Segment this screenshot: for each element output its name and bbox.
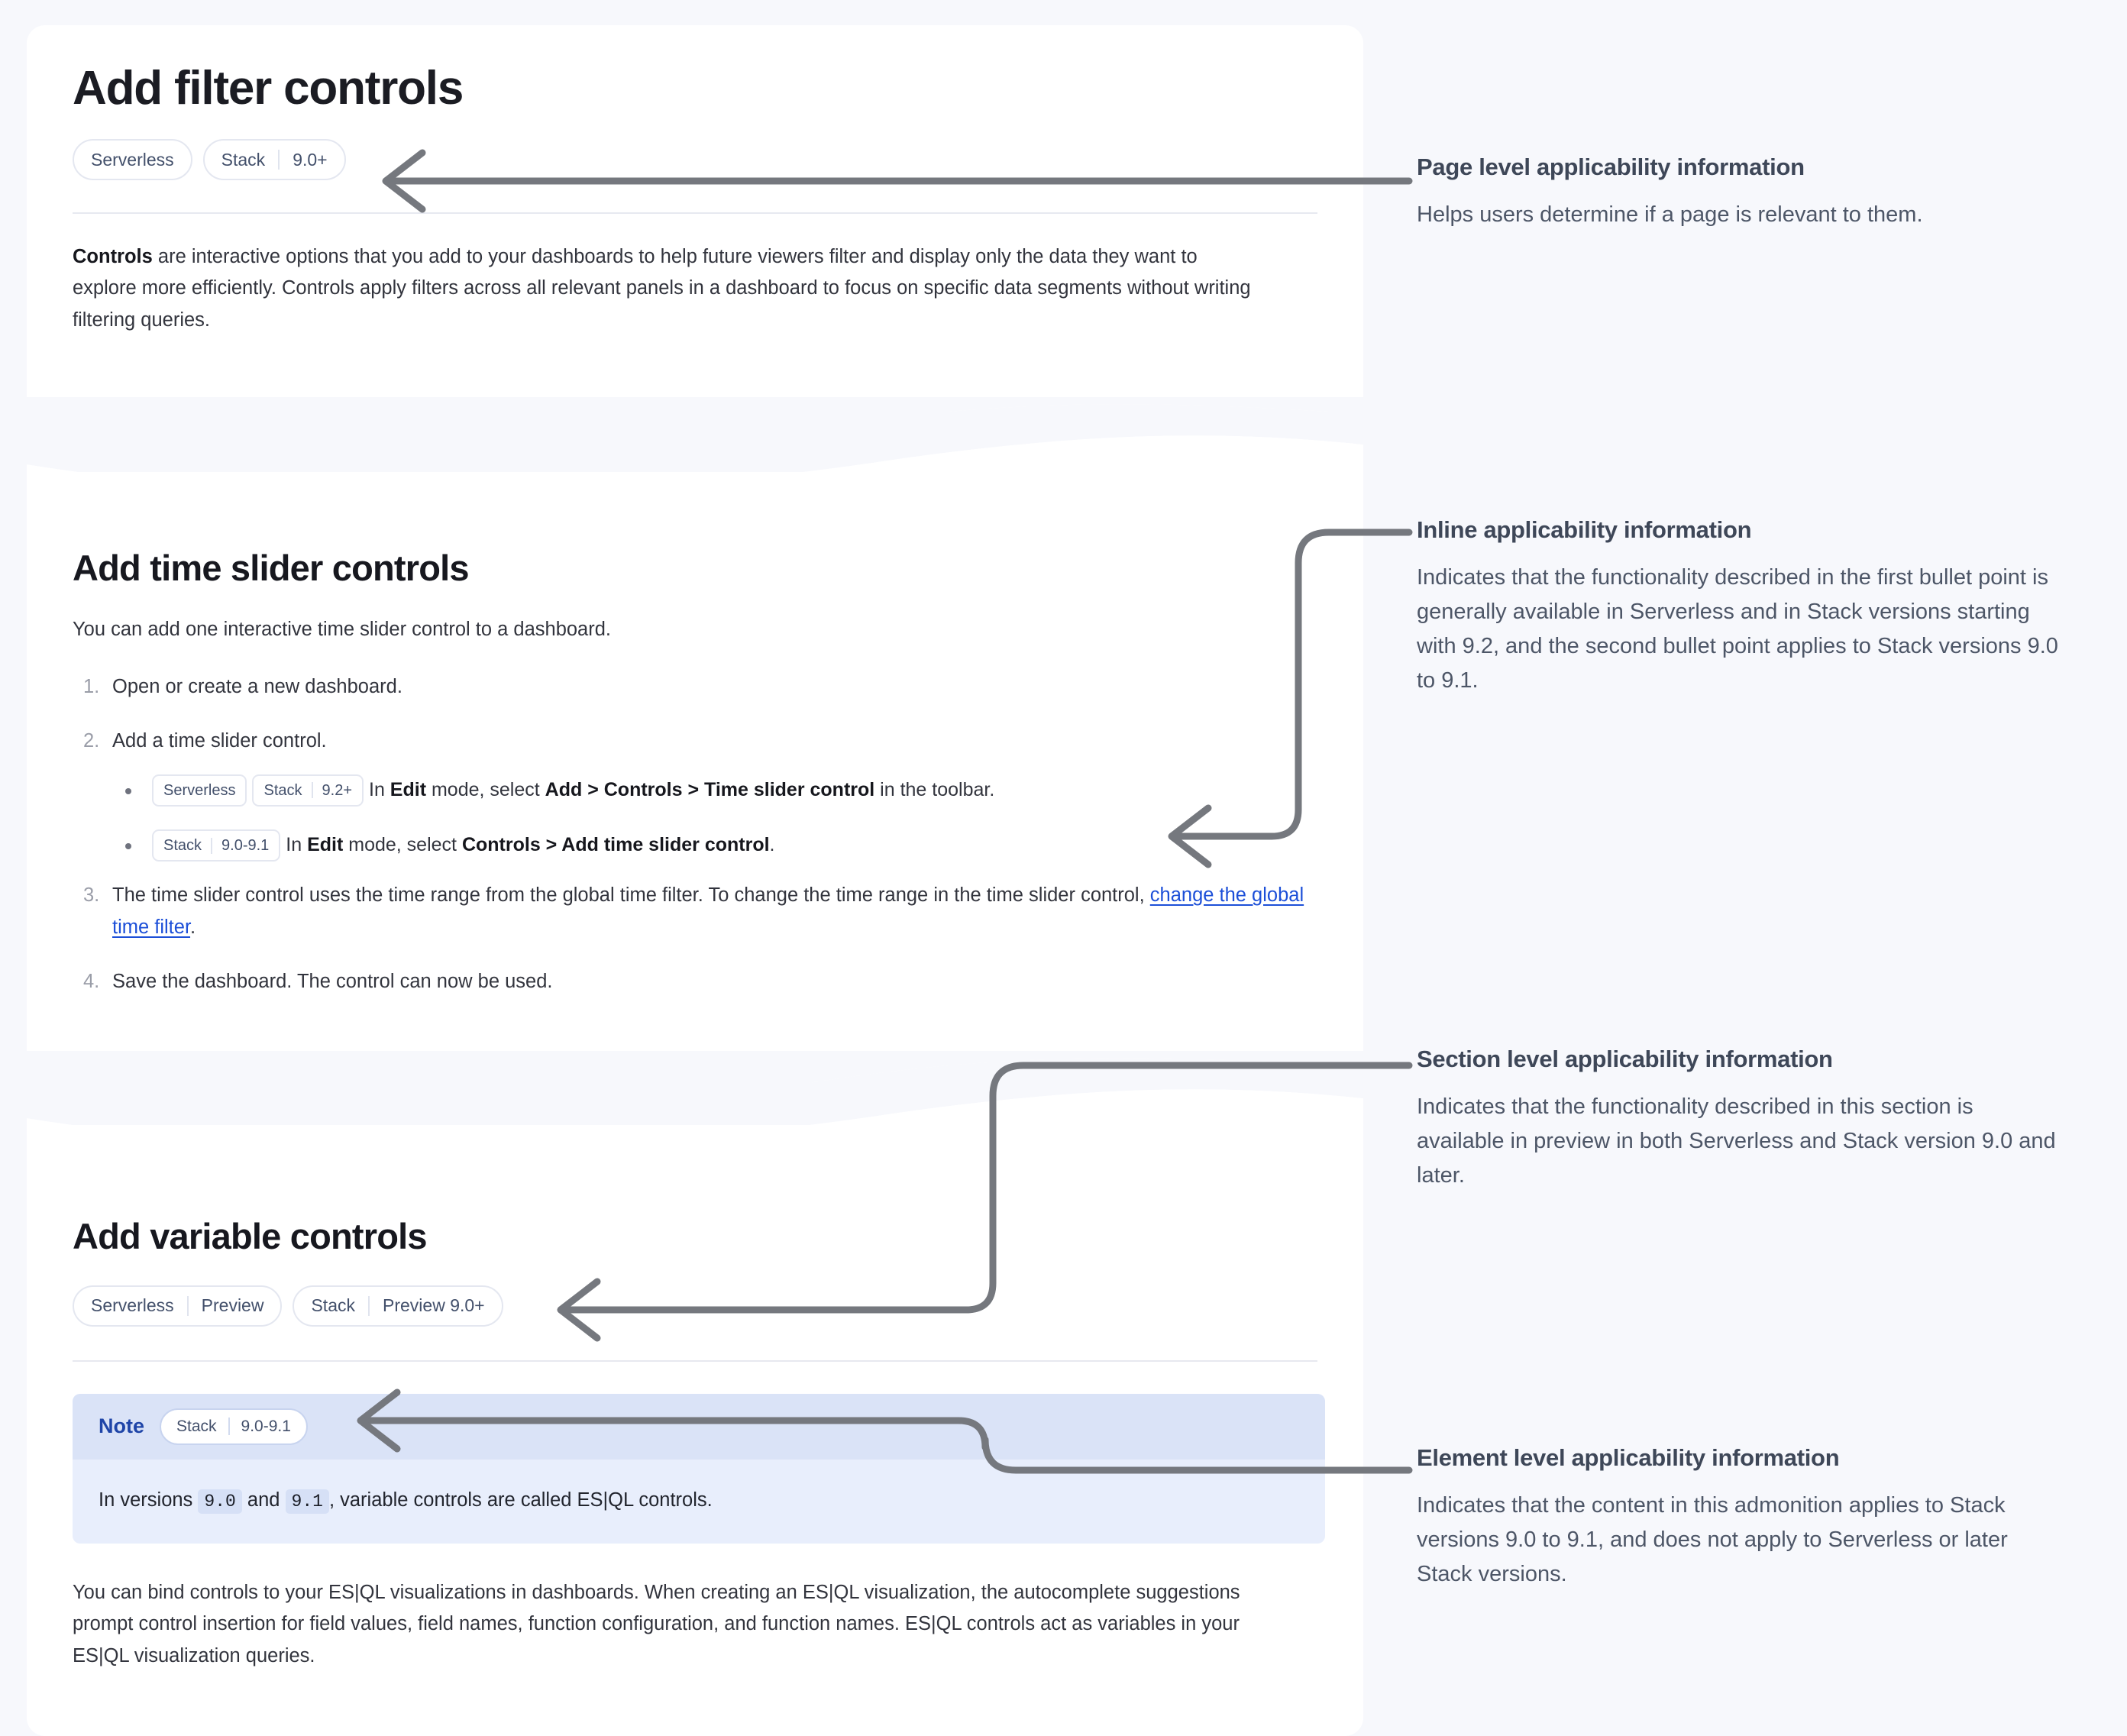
- page-title: Add filter controls: [73, 62, 464, 115]
- note-header: Note Stack 9.0-9.1: [73, 1393, 1325, 1460]
- inline-code-version-90: 9.0: [198, 1489, 242, 1514]
- applicability-pill-label: Serverless: [91, 149, 174, 170]
- list-item: 3. The time slider control uses the time…: [73, 880, 1325, 943]
- section-title-variable-controls: Add variable controls: [73, 1216, 428, 1256]
- annotation-title: Page level applicability information: [1417, 154, 1805, 180]
- annotation-body: Helps users determine if a page is relev…: [1417, 202, 1923, 228]
- bullet-bold-2: Add > Controls > Time slider control: [545, 778, 875, 800]
- inline-badge-serverless[interactable]: Serverless: [152, 774, 247, 807]
- time-slider-lead: You can add one interactive time slider …: [73, 618, 611, 640]
- global-time-filter-link[interactable]: change the global time filter: [112, 884, 1304, 938]
- page-applicability-badges: Serverless Stack 9.0+: [73, 139, 1317, 181]
- inline-code-version-91: 9.1: [285, 1489, 329, 1514]
- variable-controls-section-card: Add variable controls Serverless Preview…: [27, 1125, 1363, 1736]
- annotation-body: Indicates that the content in this admon…: [1417, 1493, 2008, 1587]
- bullet-text-2: mode, select: [426, 778, 545, 800]
- step-text-after: .: [190, 916, 196, 938]
- header-divider: [73, 212, 1317, 215]
- annotation-title: Section level applicability information: [1417, 1046, 1833, 1072]
- list-item: 2. Add a time slider control. Serverless…: [73, 726, 1317, 862]
- intro-lead-term: Controls: [73, 246, 153, 268]
- step-text-before: The time slider control uses the time ra…: [112, 884, 1150, 907]
- bullet-text-3: .: [769, 833, 775, 855]
- bullet-text-1: In: [369, 778, 390, 800]
- annotation-body: Indicates that the functionality describ…: [1417, 565, 2058, 693]
- inline-badge-stack[interactable]: Stack 9.2+: [252, 774, 364, 807]
- annotation-section-level: Section level applicability information …: [1417, 1045, 2058, 1193]
- pill-divider: [368, 1295, 370, 1316]
- section-title-time-slider: Add time slider controls: [73, 548, 470, 588]
- time-slider-steps: 1. Open or create a new dashboard. 2. Ad…: [73, 671, 1317, 997]
- step-number: 1.: [83, 675, 100, 697]
- badge-divider: [311, 782, 313, 799]
- bullet-text-1: In: [286, 833, 308, 855]
- bullet-text-2: mode, select: [343, 833, 462, 855]
- applicability-pill-label: Stack: [221, 149, 266, 170]
- section-divider: [73, 1359, 1317, 1362]
- annotation-page-level: Page level applicability information Hel…: [1417, 153, 2058, 232]
- step-number: 4.: [83, 970, 100, 992]
- list-item: 1. Open or create a new dashboard.: [73, 671, 1317, 703]
- section-applicability-badges: Serverless Preview Stack Preview 9.0+: [73, 1285, 1317, 1327]
- variable-controls-paragraph: You can bind controls to your ES|QL visu…: [73, 1582, 1240, 1666]
- pill-divider: [278, 150, 280, 170]
- inline-badge-stack[interactable]: Stack 9.0-9.1: [152, 829, 281, 862]
- list-item: Serverless Stack 9.2+ In Edit mode, sele…: [112, 774, 1317, 807]
- badge-divider: [211, 837, 213, 854]
- applicability-pill-label: Serverless: [91, 1295, 174, 1316]
- inline-badge-label: Stack: [263, 781, 302, 799]
- applicability-pill-label: Stack: [176, 1417, 217, 1435]
- applicability-pill-serverless[interactable]: Serverless: [73, 139, 192, 181]
- annotation-element-level: Element level applicability information …: [1417, 1443, 2058, 1592]
- bullet-text-3: in the toolbar.: [874, 778, 995, 800]
- applicability-pill-serverless-preview[interactable]: Serverless Preview: [73, 1285, 283, 1327]
- note-label: Note: [99, 1414, 144, 1438]
- note-text-1: In versions: [99, 1489, 199, 1511]
- intro-rest-text: are interactive options that you add to …: [73, 246, 1251, 331]
- note-body: In versions 9.0 and 9.1, variable contro…: [73, 1460, 1325, 1544]
- step-number: 3.: [83, 884, 100, 907]
- time-slider-sub-bullets: Serverless Stack 9.2+ In Edit mode, sele…: [112, 774, 1317, 862]
- annotation-title: Element level applicability information: [1417, 1444, 1840, 1471]
- note-admonition: Note Stack 9.0-9.1 In versions 9.0 and 9…: [73, 1393, 1325, 1544]
- pill-divider: [186, 1295, 189, 1316]
- step-number: 2.: [83, 730, 100, 752]
- inline-badge-version: 9.2+: [322, 781, 352, 799]
- documentation-column: Add filter controls Serverless Stack 9.0…: [27, 25, 1363, 1736]
- note-applicability-pill-stack[interactable]: Stack 9.0-9.1: [160, 1408, 308, 1445]
- annotation-inline-level: Inline applicability information Indicat…: [1417, 516, 2058, 698]
- annotation-title: Inline applicability information: [1417, 516, 1752, 543]
- applicability-pill-version: 9.0-9.1: [241, 1417, 291, 1435]
- applicability-pill-version: Preview 9.0+: [383, 1295, 485, 1316]
- note-text-3: , variable controls are called ES|QL con…: [328, 1489, 713, 1511]
- step-text: Save the dashboard. The control can now …: [112, 970, 553, 992]
- bullet-bold-1: Edit: [307, 833, 344, 855]
- applicability-pill-stack[interactable]: Stack 9.0+: [202, 139, 346, 181]
- bullet-bold-1: Edit: [390, 778, 427, 800]
- applicability-pill-stack-preview[interactable]: Stack Preview 9.0+: [293, 1285, 503, 1327]
- inline-badge-label: Stack: [163, 837, 202, 855]
- time-slider-section-card: Add time slider controls You can add one…: [27, 472, 1363, 1083]
- applicability-pill-version: Preview: [201, 1295, 264, 1316]
- applicability-pill-label: Stack: [311, 1295, 355, 1316]
- pill-divider: [228, 1418, 230, 1436]
- inline-badge-label: Serverless: [163, 781, 236, 799]
- page-header-card: Add filter controls Serverless Stack 9.0…: [27, 25, 1363, 412]
- applicability-pill-version: 9.0+: [293, 149, 328, 170]
- step-text: Open or create a new dashboard.: [112, 675, 402, 697]
- list-item: Stack 9.0-9.1 In Edit mode, select Contr…: [112, 829, 1317, 862]
- bullet-bold-2: Controls > Add time slider control: [461, 833, 770, 855]
- note-text-2: and: [241, 1489, 286, 1511]
- list-item: 4. Save the dashboard. The control can n…: [73, 966, 1317, 997]
- page-intro-paragraph: Controls are interactive options that yo…: [73, 241, 1264, 336]
- step-text: Add a time slider control.: [112, 730, 327, 752]
- inline-badge-version: 9.0-9.1: [221, 837, 270, 855]
- annotation-body: Indicates that the functionality describ…: [1417, 1094, 2056, 1188]
